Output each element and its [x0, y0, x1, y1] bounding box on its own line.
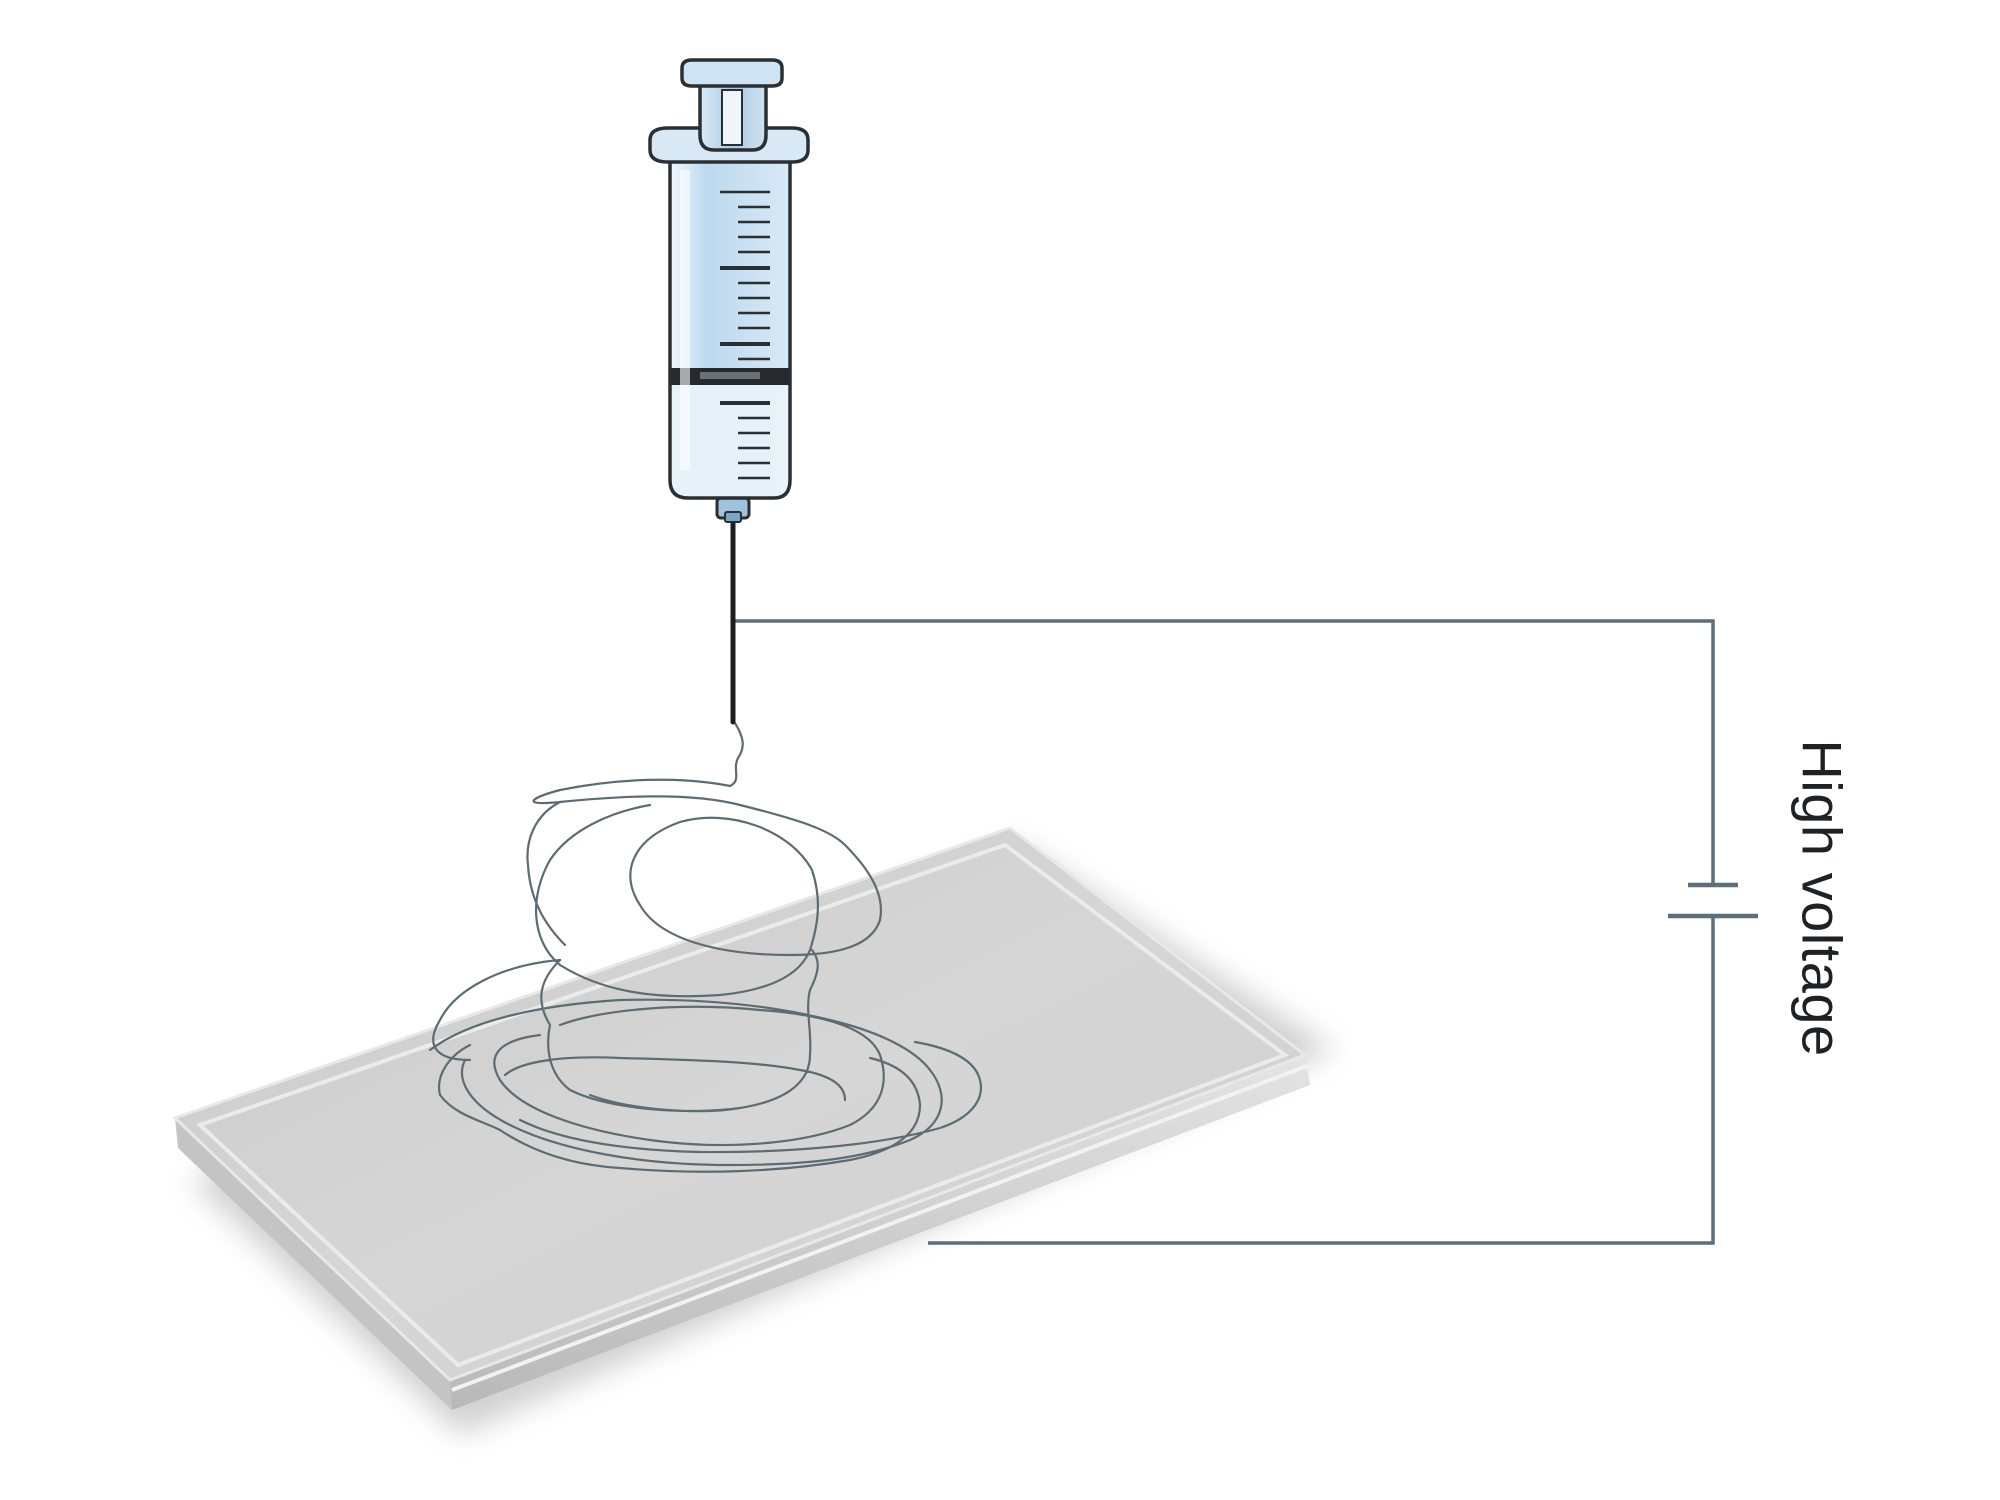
- battery-symbol: [1668, 882, 1758, 919]
- fiber-jet: [428, 718, 983, 1173]
- circuit-wire: [733, 619, 1715, 1245]
- high-voltage-label: High voltage: [1790, 739, 1854, 1057]
- syringe-icon: [648, 58, 810, 725]
- collector-plate: [172, 826, 1335, 1435]
